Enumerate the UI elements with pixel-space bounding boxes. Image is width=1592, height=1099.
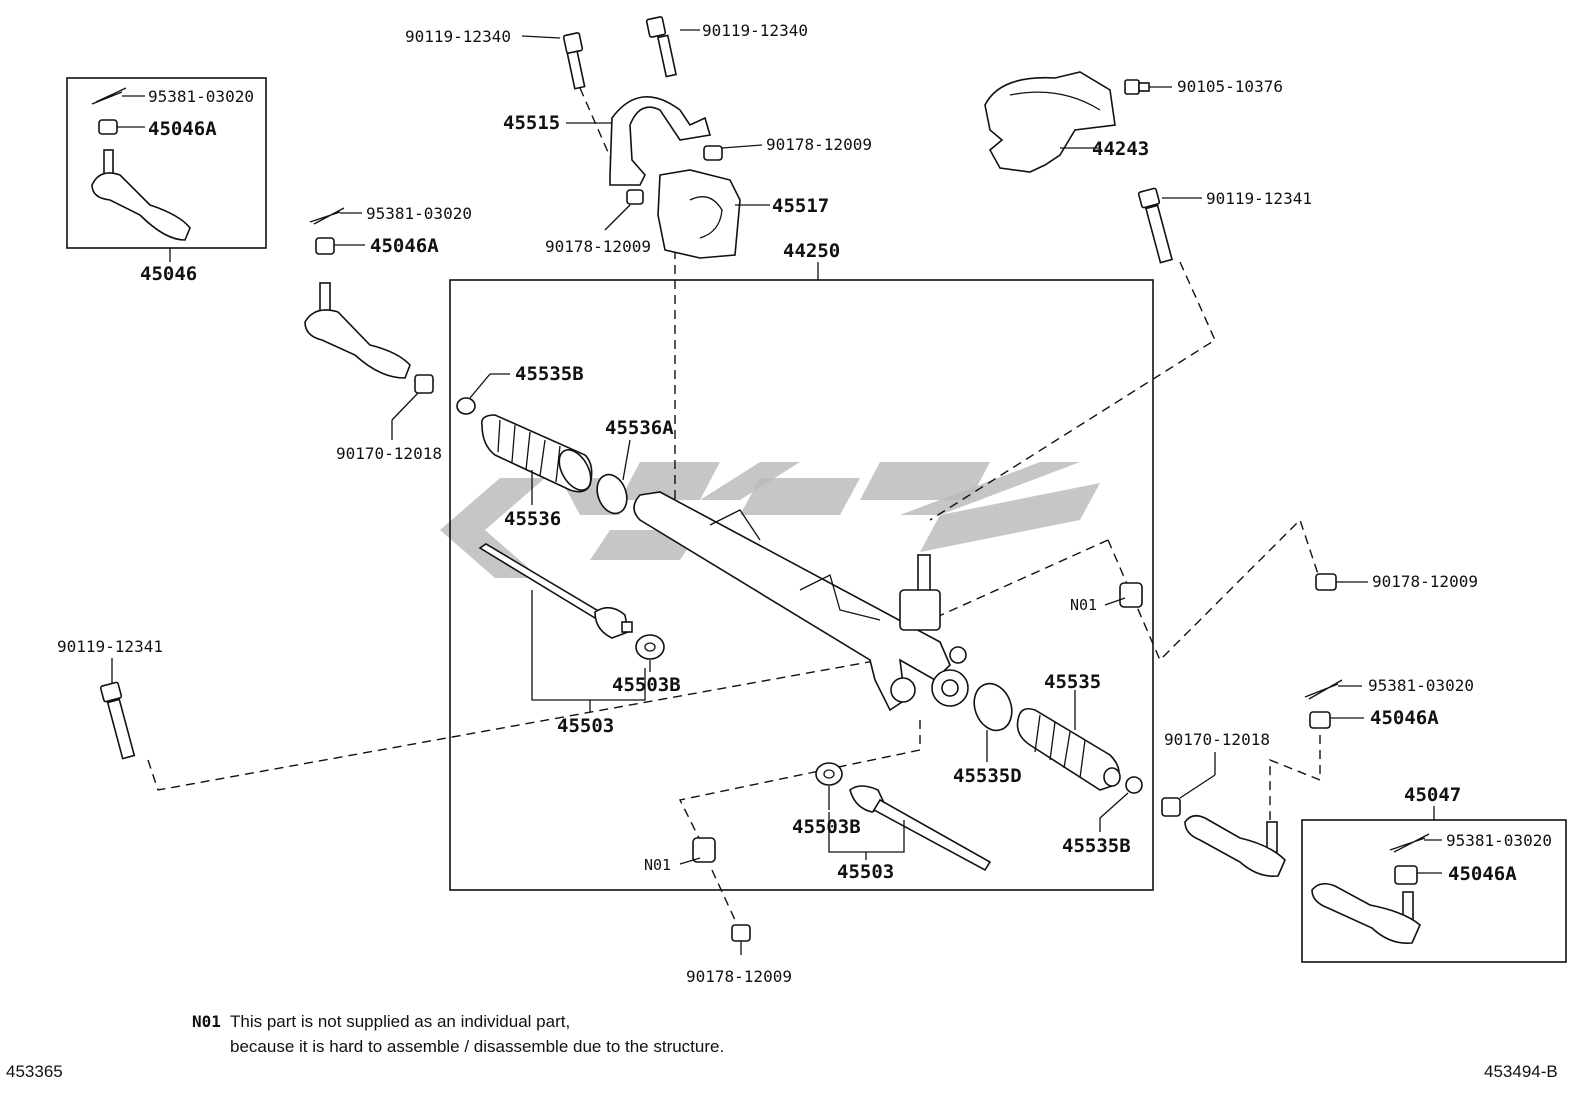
label-45536A: 45536A	[605, 417, 674, 439]
label-90178-12009-right: 90178-12009	[1372, 572, 1478, 591]
label-45515: 45515	[503, 112, 560, 134]
bolt-90105-10376	[1124, 79, 1172, 95]
inner-tie-rod-45503-right	[828, 785, 992, 872]
label-45046: 45046	[140, 263, 197, 285]
label-90119-12340-right: 90119-12340	[702, 21, 808, 40]
bolt-90119-12340-left	[521, 32, 586, 90]
cotter-pin-95381-03020-left	[309, 207, 362, 225]
nut-90178-12009-lower	[604, 189, 644, 231]
label-45535B-right: 45535B	[1062, 835, 1131, 857]
label-90178-12009-upper: 90178-12009	[766, 135, 872, 154]
label-90178-12009-bottom: 90178-12009	[686, 967, 792, 986]
label-90119-12340-left: 90119-12340	[405, 27, 511, 46]
nut-90170-12018-right	[1161, 752, 1216, 817]
nut-90170-12018-left	[391, 374, 434, 440]
label-45047: 45047	[1404, 784, 1461, 806]
label-44243: 44243	[1092, 138, 1149, 160]
label-95381-03020-kit-right: 95381-03020	[1446, 831, 1552, 850]
bolt-90119-12341-right	[1137, 187, 1202, 264]
bushing-45517	[657, 169, 770, 259]
label-95381-03020-kit-left: 95381-03020	[148, 87, 254, 106]
footnote-code: N01	[192, 1012, 221, 1031]
label-N01-right: N01	[1070, 596, 1097, 614]
label-45535: 45535	[1044, 671, 1101, 693]
footnote-line-2: because it is hard to assemble / disasse…	[230, 1037, 724, 1056]
lock-washer-45503B-left	[635, 634, 665, 672]
tie-rod-end-45047-kit-right	[1311, 882, 1421, 945]
label-45503B-left: 45503B	[612, 674, 681, 696]
label-90119-12341-right: 90119-12341	[1206, 189, 1312, 208]
label-45535D: 45535D	[953, 765, 1022, 787]
clamp-45535D	[973, 682, 1013, 762]
label-45535B-left: 45535B	[515, 363, 584, 385]
nut-90178-12009-upper	[703, 144, 763, 161]
label-45503-left: 45503	[557, 715, 614, 737]
diagram-id-right: 453494-B	[1484, 1062, 1558, 1081]
diagram-id-left: 453365	[6, 1062, 63, 1081]
nut-45046A-kit-left	[98, 119, 145, 135]
label-90119-12341-left: 90119-12341	[57, 637, 163, 656]
steering-rack-housing	[633, 491, 969, 712]
label-45517: 45517	[772, 195, 829, 217]
label-45046A-right: 45046A	[1370, 707, 1439, 729]
label-45503-right: 45503	[837, 861, 894, 883]
nut-90178-12009-bottom	[731, 924, 751, 955]
nut-90178-12009-right	[1315, 573, 1368, 591]
nut-45046A-kit-right	[1394, 865, 1442, 885]
label-95381-03020-left: 95381-03020	[366, 204, 472, 223]
label-45046A-kit-left: 45046A	[148, 118, 217, 140]
bracket-45515	[566, 96, 712, 186]
lock-washer-45503B-right	[815, 762, 843, 810]
label-44250: 44250	[783, 240, 840, 262]
tie-rod-end-left	[304, 282, 411, 379]
boot-45535	[1016, 690, 1121, 791]
label-90105-10376: 90105-10376	[1177, 77, 1283, 96]
nut-45046A-left	[315, 237, 365, 255]
bolt-90119-12341-left	[99, 658, 136, 760]
clamp-45536A	[596, 439, 631, 515]
inner-tie-rod-45503-left	[478, 543, 646, 712]
steering-rack-assembly-box	[449, 279, 1154, 891]
label-N01-bottom: N01	[644, 856, 671, 874]
label-45536: 45536	[504, 508, 561, 530]
label-90178-12009-lower: 90178-12009	[545, 237, 651, 256]
bolt-90119-12340-right	[645, 16, 700, 78]
label-90170-12018-left: 90170-12018	[336, 444, 442, 463]
tie-rod-end-kit-box-left	[66, 77, 267, 249]
label-95381-03020-right: 95381-03020	[1368, 676, 1474, 695]
nut-N01-right	[1104, 582, 1143, 608]
label-45046A-left: 45046A	[370, 235, 439, 257]
clip-45535B-right	[1099, 776, 1143, 832]
label-45046A-kit-right: 45046A	[1448, 863, 1517, 885]
clip-45535B-left	[456, 373, 510, 415]
tie-rod-end-45046-kit-left	[91, 149, 191, 241]
label-90170-12018-right: 90170-12018	[1164, 730, 1270, 749]
cotter-pin-95381-03020-kit-right	[1389, 833, 1442, 853]
cover-44243	[984, 71, 1116, 173]
cotter-pin-95381-03020-kit-left	[91, 87, 145, 105]
boot-45536	[480, 414, 593, 505]
cotter-pin-95381-03020-right	[1304, 679, 1362, 700]
nut-N01-bottom	[679, 837, 716, 865]
nut-45046A-right	[1309, 711, 1364, 729]
footnote-line-1: This part is not supplied as an individu…	[230, 1012, 570, 1031]
tie-rod-end-right	[1184, 814, 1286, 878]
label-45503B-right: 45503B	[792, 816, 861, 838]
